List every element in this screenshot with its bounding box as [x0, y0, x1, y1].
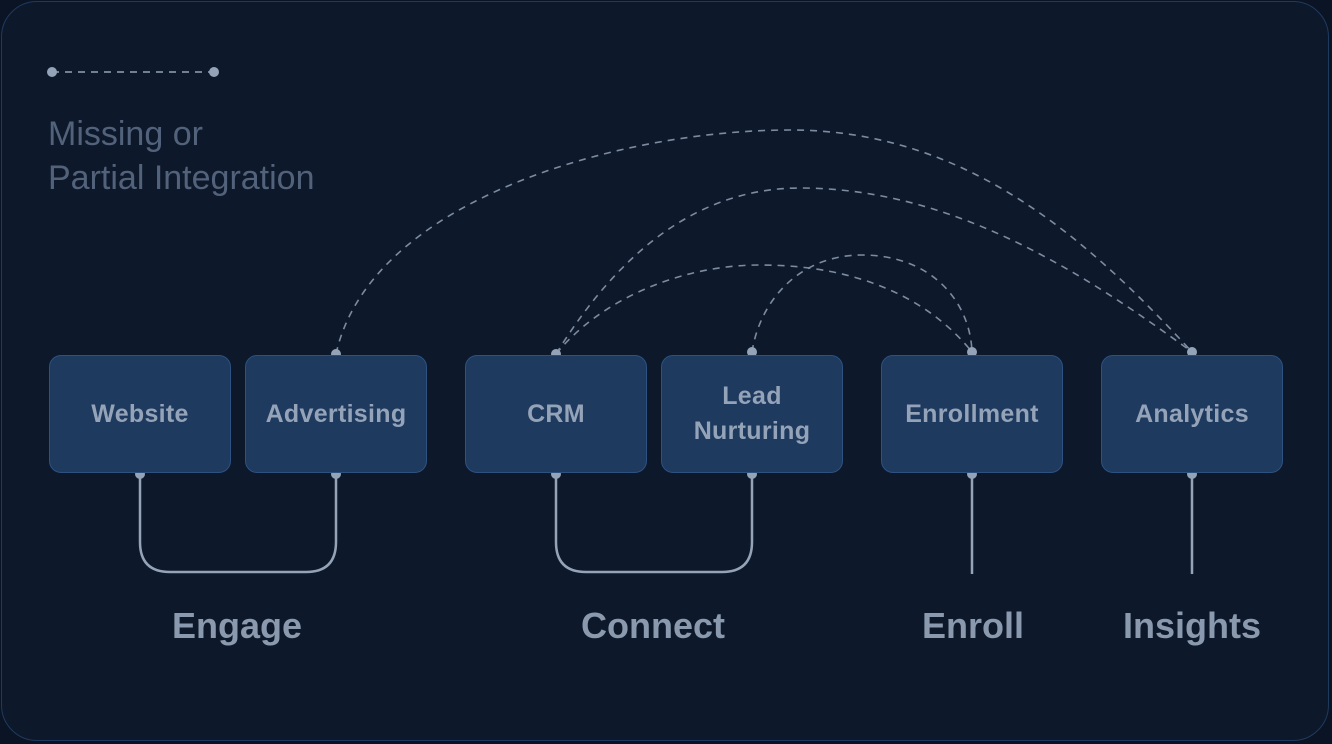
- node-enrollment-label: Enrollment: [905, 399, 1039, 428]
- node-enrollment[interactable]: Enrollment: [881, 355, 1063, 473]
- legend-label-line-1: Missing or: [48, 115, 203, 153]
- node-website[interactable]: Website: [49, 355, 231, 473]
- arc-lead-nurturing-enrollment: [751, 254, 973, 353]
- bracket-connect: [554, 474, 754, 574]
- node-crm[interactable]: CRM: [465, 355, 647, 473]
- node-advertising[interactable]: Advertising: [245, 355, 427, 473]
- arc-crm-enrollment: [555, 264, 973, 355]
- node-crm-label: CRM: [527, 399, 585, 428]
- arc-crm-analytics: [555, 187, 1193, 355]
- group-label-connect: Connect: [581, 605, 725, 646]
- legend-label-line-2: Partial Integration: [48, 159, 315, 197]
- node-lead-nurturing-label-line-1: Lead: [722, 382, 782, 410]
- bracket-engage: [138, 474, 338, 574]
- legend-label: Missing or Partial Integration: [48, 112, 408, 200]
- group-label-engage: Engage: [171, 605, 303, 646]
- legend-dashed-line: [47, 67, 219, 77]
- node-website-label: Website: [91, 399, 189, 428]
- node-lead-nurturing[interactable]: Lead Nurturing: [661, 355, 843, 473]
- port-analytics-top: [1187, 347, 1197, 357]
- node-analytics[interactable]: Analytics: [1101, 355, 1283, 473]
- port-lead-nurturing-top: [747, 347, 757, 357]
- node-advertising-label: Advertising: [265, 399, 407, 428]
- group-label-insights: Insights: [1122, 605, 1262, 646]
- node-analytics-label: Analytics: [1135, 399, 1249, 428]
- node-lead-nurturing-label-line-2: Nurturing: [693, 417, 811, 445]
- arc-advertising-analytics: [335, 129, 1193, 355]
- group-label-enroll: Enroll: [921, 605, 1025, 646]
- port-enrollment-top: [967, 347, 977, 357]
